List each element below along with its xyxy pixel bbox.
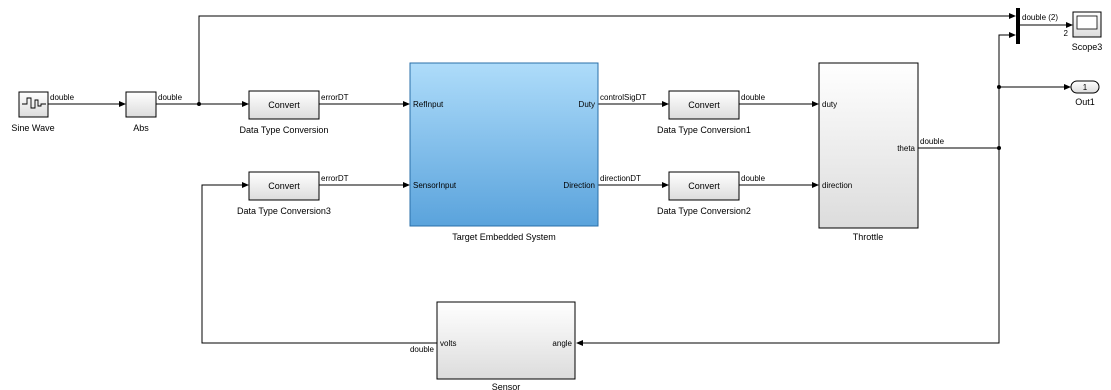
dtc2-inner: Convert xyxy=(688,181,720,191)
signal-label-abs: double xyxy=(158,93,183,102)
signal-label-sensor: double xyxy=(410,345,435,354)
scope-icon xyxy=(1076,15,1098,30)
sensor-port-volts: volts xyxy=(440,339,456,348)
dtc1-inner: Convert xyxy=(688,100,720,110)
sine-wave-label: Sine Wave xyxy=(11,123,54,133)
block-sine-wave[interactable]: Sine Wave xyxy=(11,91,55,133)
block-abs[interactable]: Abs xyxy=(125,91,157,133)
block-data-type-conversion[interactable]: Convert Data Type Conversion xyxy=(240,90,329,135)
target-label: Target Embedded System xyxy=(452,232,556,242)
throttle-port-duty: duty xyxy=(822,100,837,109)
block-sensor[interactable]: volts angle Sensor xyxy=(436,301,576,390)
block-data-type-conversion1[interactable]: Convert Data Type Conversion1 xyxy=(657,90,751,135)
dtc0-label: Data Type Conversion xyxy=(240,125,329,135)
wire-abs-mux[interactable] xyxy=(198,15,1011,104)
out1-label: Out1 xyxy=(1075,97,1095,107)
signal-label-dtc1: double xyxy=(741,93,766,102)
signal-label-sine: double xyxy=(50,93,75,102)
scope3-port-count: 2 xyxy=(1064,29,1069,38)
target-port-direction: Direction xyxy=(563,181,595,190)
dtc2-label: Data Type Conversion2 xyxy=(657,206,751,216)
signal-label-duty: controlSigDT xyxy=(600,93,646,102)
sensor-label: Sensor xyxy=(492,382,521,390)
throttle-port-direction: direction xyxy=(822,181,852,190)
target-port-duty: Duty xyxy=(579,100,595,109)
abs-label: Abs xyxy=(133,123,149,133)
signal-label-dtc2: double xyxy=(741,174,766,183)
wire-theta-sensor[interactable] xyxy=(581,148,1000,344)
signal-labels: double double errorDT errorDT controlSig… xyxy=(50,13,1058,354)
signal-label-dtc0: errorDT xyxy=(321,93,349,102)
out1-port-number: 1 xyxy=(1083,83,1088,92)
block-data-type-conversion3[interactable]: Convert Data Type Conversion3 xyxy=(237,171,331,216)
dtc3-label: Data Type Conversion3 xyxy=(237,206,331,216)
target-port-refinput: RefInput xyxy=(413,100,444,109)
target-port-sensorinput: SensorInput xyxy=(413,181,457,190)
block-out1[interactable]: 1 Out1 xyxy=(1070,80,1100,107)
signal-label-direction: directionDT xyxy=(600,174,641,183)
throttle-port-theta: theta xyxy=(897,144,915,153)
wire-theta-mux[interactable] xyxy=(998,34,1011,148)
block-target-embedded-system[interactable]: RefInput SensorInput Duty Direction Targ… xyxy=(409,62,599,242)
dtc0-inner: Convert xyxy=(268,100,300,110)
block-throttle[interactable]: duty direction theta Throttle xyxy=(818,62,919,242)
wire-sensor-dtc3[interactable] xyxy=(201,184,437,344)
signal-label-mux: double (2) xyxy=(1022,13,1058,22)
signal-label-dtc3: errorDT xyxy=(321,174,349,183)
dtc3-inner: Convert xyxy=(268,181,300,191)
sensor-port-angle: angle xyxy=(552,339,572,348)
wires xyxy=(48,13,1073,346)
block-data-type-conversion2[interactable]: Convert Data Type Conversion2 xyxy=(657,171,751,216)
block-mux[interactable] xyxy=(1016,8,1020,44)
scope3-label: Scope3 xyxy=(1072,42,1103,52)
block-scope3[interactable]: 2 Scope3 xyxy=(1064,11,1103,52)
throttle-label: Throttle xyxy=(853,232,884,242)
signal-label-theta: double xyxy=(920,137,945,146)
sine-wave-icon xyxy=(22,97,46,109)
dtc1-label: Data Type Conversion1 xyxy=(657,125,751,135)
